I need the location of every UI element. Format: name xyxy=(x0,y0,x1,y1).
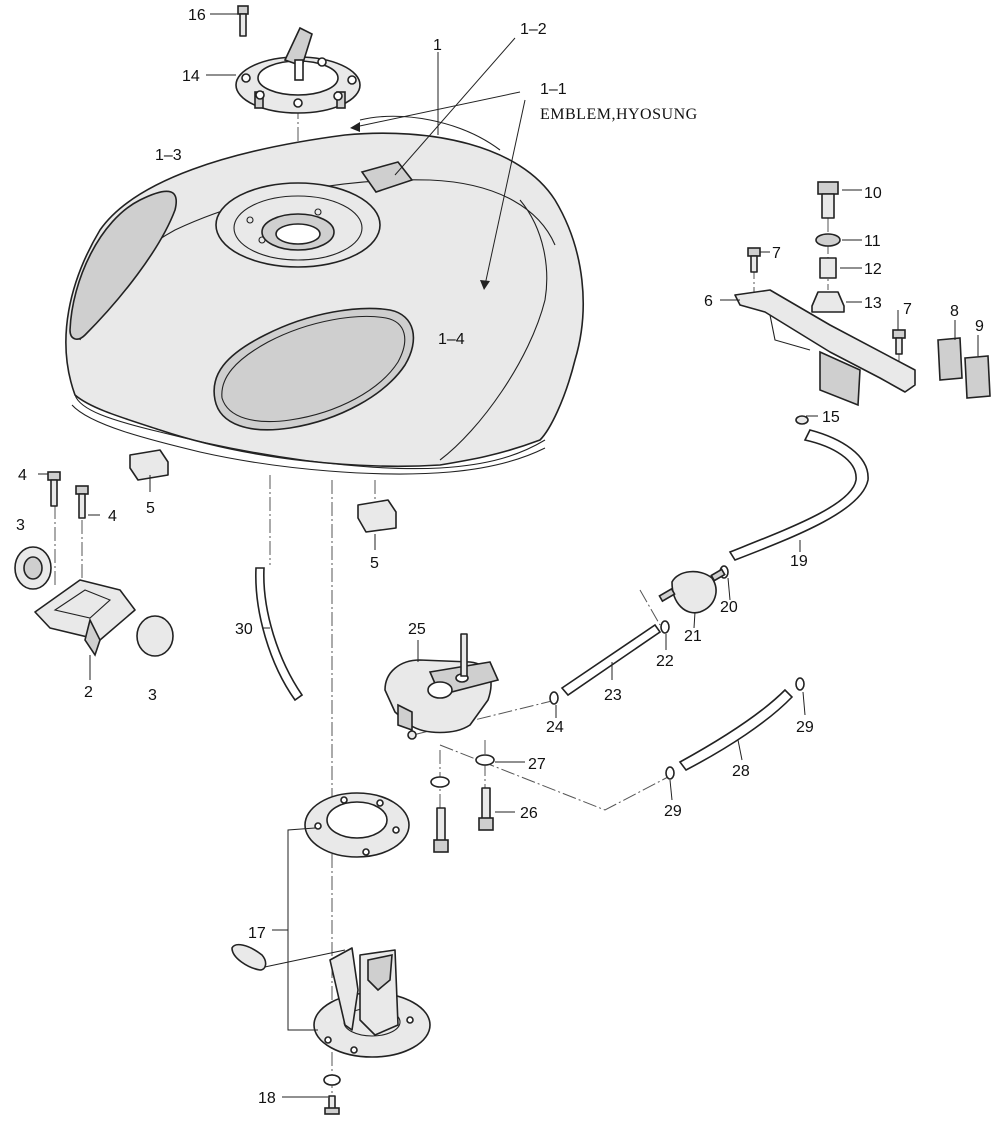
callout-9: 9 xyxy=(975,318,984,335)
callout-16: 16 xyxy=(188,7,206,24)
callout-1-3: 1–3 xyxy=(155,147,182,164)
fuel-hose xyxy=(560,623,662,697)
callout-17: 17 xyxy=(248,925,266,942)
gauge-washer-screw xyxy=(323,1074,341,1115)
callout-26: 26 xyxy=(520,805,538,822)
callout-24: 24 xyxy=(546,719,564,736)
cap-bolt xyxy=(237,5,249,37)
rear-bracket-assembly xyxy=(14,471,174,657)
callout-20: 20 xyxy=(720,599,738,616)
callout-21: 21 xyxy=(684,628,702,645)
callout-12: 12 xyxy=(864,261,882,278)
callout-29b: 29 xyxy=(796,719,814,736)
vent-hose xyxy=(728,415,869,561)
callout-28: 28 xyxy=(732,763,750,780)
callout-15: 15 xyxy=(822,409,840,426)
callout-1-2: 1–2 xyxy=(520,21,547,38)
callout-11: 11 xyxy=(864,233,881,250)
callout-30: 30 xyxy=(235,621,253,638)
callout-5b: 5 xyxy=(370,555,379,572)
callout-5a: 5 xyxy=(146,500,155,517)
callout-14: 14 xyxy=(182,68,200,85)
callout-27: 27 xyxy=(528,756,546,773)
fuel-cock-bolts xyxy=(433,787,494,853)
fuel-gauge-unit xyxy=(231,943,431,1058)
callout-3b: 3 xyxy=(148,687,157,704)
fuel-filter xyxy=(658,568,726,614)
fuel-cock-washers xyxy=(430,754,495,788)
callout-labels: 16 14 1 1–2 1–1 EMBLEM,HYOSUNG 1–3 1–4 1… xyxy=(16,7,984,1107)
callout-19: 19 xyxy=(790,553,808,570)
callout-4a: 4 xyxy=(18,467,27,484)
callout-13: 13 xyxy=(864,295,882,312)
fuel-tank xyxy=(65,115,584,475)
callout-4b: 4 xyxy=(108,508,117,525)
tank-cushion-right xyxy=(357,499,397,533)
callout-1-4: 1–4 xyxy=(438,331,465,348)
fuel-cock xyxy=(384,633,500,740)
callout-29a: 29 xyxy=(664,803,682,820)
callout-2: 2 xyxy=(84,684,93,701)
callout-6: 6 xyxy=(704,293,713,310)
fuel-cap xyxy=(235,26,361,114)
callout-1: 1 xyxy=(433,37,442,54)
fuel-pump-gasket xyxy=(304,792,410,858)
tank-cushion-left xyxy=(129,449,169,481)
callout-22: 22 xyxy=(656,653,674,670)
callout-8: 8 xyxy=(950,303,959,320)
callout-3a: 3 xyxy=(16,517,25,534)
drain-hose xyxy=(255,567,304,702)
callout-7b: 7 xyxy=(903,301,912,318)
overflow-hose xyxy=(678,688,794,772)
front-mount-bracket xyxy=(734,181,991,407)
emblem-label: EMBLEM,HYOSUNG xyxy=(540,106,698,123)
callout-25: 25 xyxy=(408,621,426,638)
leader-lines xyxy=(38,13,979,1098)
callout-1-1: 1–1 xyxy=(540,81,567,98)
callout-23: 23 xyxy=(604,687,622,704)
callout-18: 18 xyxy=(258,1090,276,1107)
callout-7a: 7 xyxy=(772,245,781,262)
callout-10: 10 xyxy=(864,185,882,202)
